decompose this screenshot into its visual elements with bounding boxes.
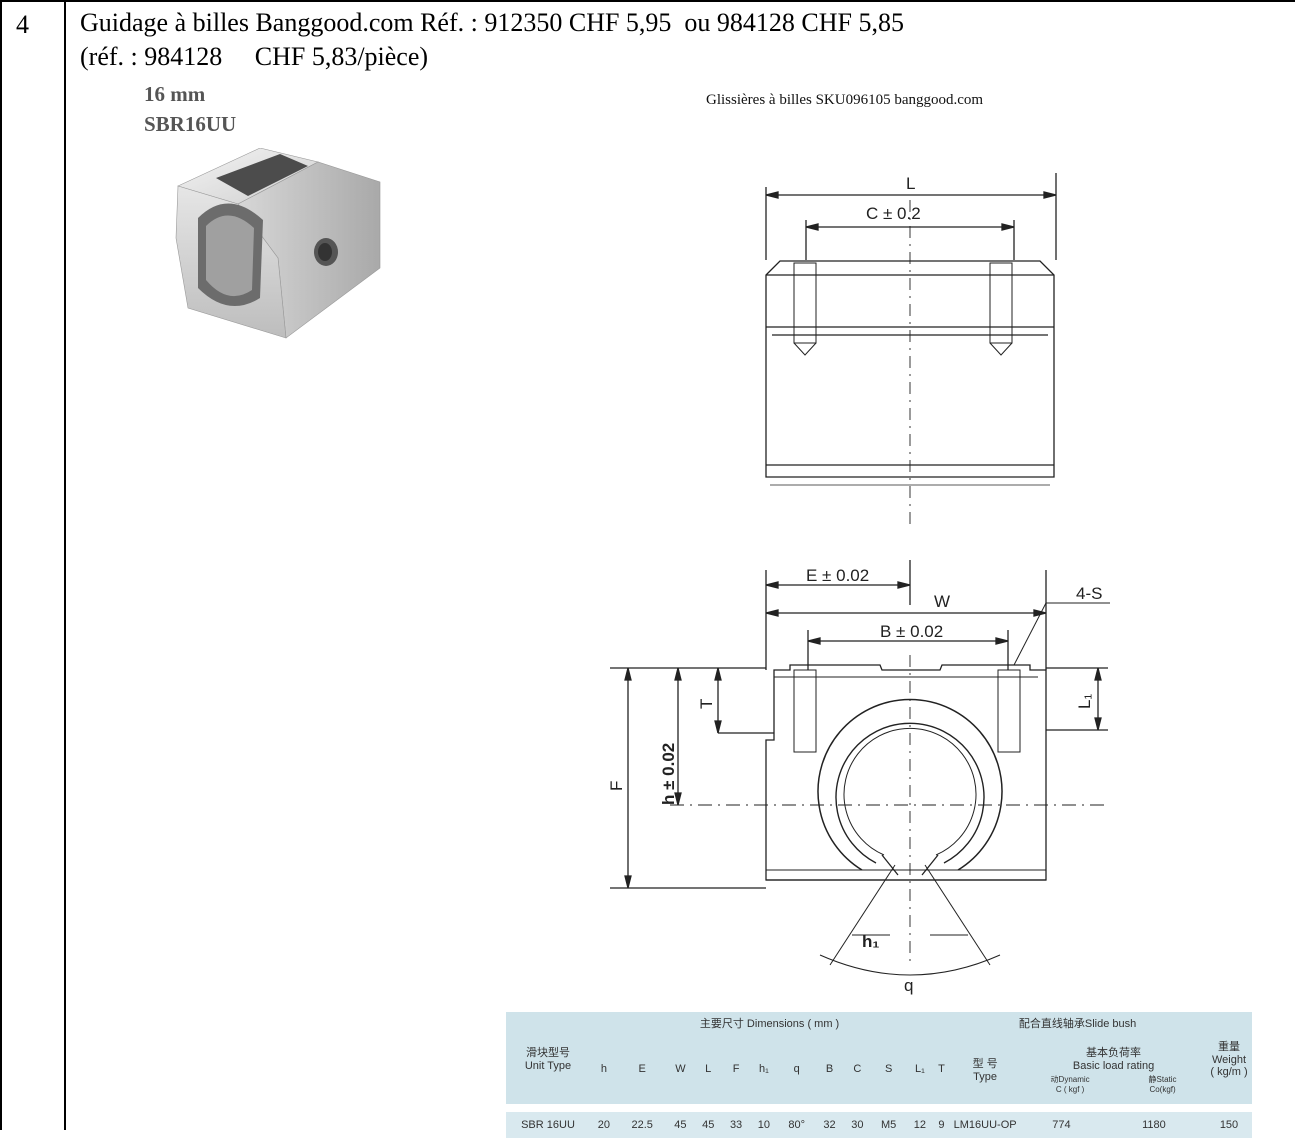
dim-label-s: 4-S <box>1076 584 1102 603</box>
table-row: SBR 16UU 20 22.5 45 45 33 10 80° 32 30 M… <box>506 1112 1252 1138</box>
cell-c: 30 <box>843 1112 872 1138</box>
linear-bearing-photo <box>175 148 381 339</box>
product-code: SBR16UU <box>144 112 237 136</box>
col-b: B <box>825 1063 834 1075</box>
product-size: 16 mm <box>144 82 206 106</box>
cell-q: 80° <box>777 1112 816 1138</box>
cell-w: 45 <box>666 1112 695 1138</box>
col-h: h <box>600 1063 607 1075</box>
col-e: E <box>638 1063 646 1075</box>
dim-label-l1: L₁ <box>1075 694 1094 709</box>
cell-unit: SBR 16UU <box>506 1112 590 1138</box>
col-f: F <box>732 1063 740 1075</box>
table-top-border <box>0 0 1295 2</box>
col-t: T <box>938 1063 945 1075</box>
slide-bush-group-header: 配合直线轴承Slide bush <box>1018 1018 1137 1030</box>
col-h1: h₁ <box>758 1063 769 1075</box>
table-column-divider <box>64 0 66 1130</box>
cell-l1: 12 <box>905 1112 934 1138</box>
cell-dynamic: 774 <box>1021 1112 1102 1138</box>
drawing-caption: Glissières à billes SKU096105 banggood.c… <box>706 92 984 108</box>
dim-label-c: C ± 0.2 <box>866 204 921 223</box>
static-unit: Co(kgf) <box>1149 1085 1176 1094</box>
col-s: S <box>884 1063 893 1075</box>
dim-label-h1: h₁ <box>862 932 879 951</box>
cell-e: 22.5 <box>617 1112 667 1138</box>
col-l: L <box>705 1063 712 1075</box>
cell-t: 9 <box>933 1112 950 1138</box>
cell-s: M5 <box>871 1112 906 1138</box>
col-w: W <box>675 1063 686 1075</box>
cell-type: LM16UU-OP <box>949 1112 1022 1138</box>
dim-label-b: B ± 0.02 <box>880 622 943 641</box>
table-left-border <box>0 0 2 1130</box>
row-number: 4 <box>16 10 29 39</box>
dim-label-e: E ± 0.02 <box>806 566 869 585</box>
dim-label-l: L <box>906 174 915 193</box>
cell-f: 33 <box>722 1112 750 1138</box>
cell-h1: 10 <box>749 1112 778 1138</box>
col-q: q <box>793 1063 800 1075</box>
cell-static: 1180 <box>1101 1112 1206 1138</box>
dim-label-f: F <box>607 781 626 791</box>
cell-l: 45 <box>694 1112 723 1138</box>
dim-label-w: W <box>934 592 950 611</box>
static-label: 静Static <box>1148 1075 1177 1084</box>
dim-label-t: T <box>697 699 716 709</box>
dimensions-group-header: 主要尺寸 Dimensions ( mm ) <box>699 1018 840 1030</box>
col-c: C <box>853 1063 862 1075</box>
item-reference: (réf. : 984128 CHF 5,83/pièce) <box>80 42 429 71</box>
technical-drawing: L C ± 0.2 E ± 0.02 W B ± 0.02 4-S h₁ q F… <box>607 173 1110 995</box>
cell-b: 32 <box>815 1112 844 1138</box>
dim-label-h: h ± 0.02 <box>659 743 678 805</box>
dim-label-q: q <box>904 976 913 995</box>
item-title: Guidage à billes Banggood.com Réf. : 912… <box>80 8 905 37</box>
cell-weight: 150 <box>1206 1112 1252 1138</box>
dynamic-unit: C ( kgf ) <box>1055 1085 1085 1094</box>
col-l1: L₁ <box>914 1063 925 1075</box>
cell-h: 20 <box>590 1112 618 1138</box>
dynamic-label: 动Dynamic <box>1050 1075 1090 1084</box>
